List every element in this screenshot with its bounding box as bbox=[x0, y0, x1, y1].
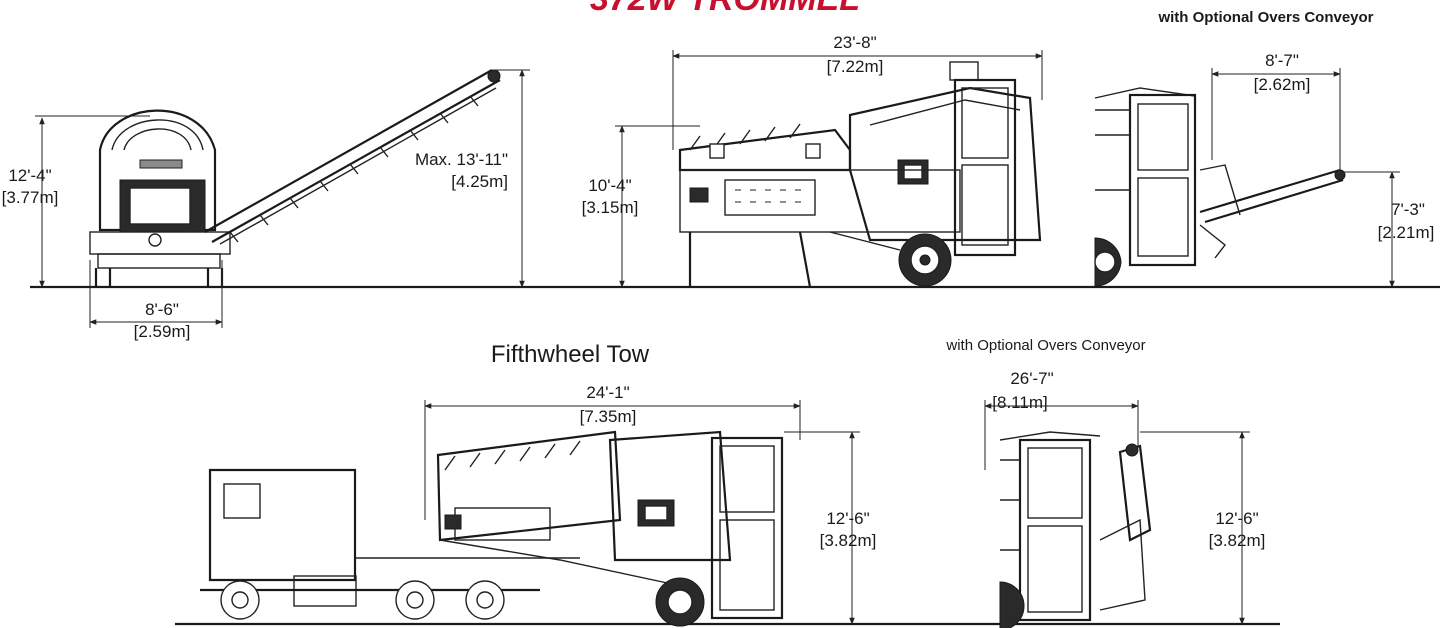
overs-top-reach-m: [2.62m] bbox=[1254, 75, 1311, 94]
tow-length-m: [7.35m] bbox=[580, 407, 637, 426]
overs-bottom-height-ft: 12'-6" bbox=[1215, 509, 1258, 528]
side-length-ft: 23'-8" bbox=[833, 33, 876, 52]
overs-top-view: 8'-7" [2.62m] 7'-3" [2.21m] bbox=[1094, 51, 1435, 288]
side-height-m: [3.15m] bbox=[582, 198, 639, 217]
conveyor-height-ft: Max. 13'-11" bbox=[415, 150, 508, 169]
tow-heading: Fifthwheel Tow bbox=[491, 341, 650, 368]
overs-bottom-height-m: [3.82m] bbox=[1209, 531, 1266, 550]
overs-bottom-view: 26'-7" [8.11m] 12'-6" [3.82m] bbox=[984, 369, 1266, 628]
front-height-m: [3.77m] bbox=[2, 188, 59, 207]
front-width-m: [2.59m] bbox=[134, 322, 191, 341]
tow-height-ft: 12'-6" bbox=[826, 509, 869, 528]
front-height-ft: 12'-4" bbox=[8, 166, 51, 185]
overs-bottom-length-ft: 26'-7" bbox=[1010, 369, 1053, 388]
conveyor-height-m: [4.25m] bbox=[451, 172, 508, 191]
overs-bottom-label: with Optional Overs Conveyor bbox=[945, 337, 1145, 354]
overs-top-height-ft: 7'-3" bbox=[1391, 200, 1425, 219]
overs-top-label: with Optional Overs Conveyor bbox=[1157, 9, 1373, 26]
tow-length-ft: 24'-1" bbox=[586, 383, 629, 402]
front-view: 12'-4" [3.77m] 8'-6" [2.59m] Max. 13'-11… bbox=[2, 69, 530, 341]
diagram-title: 372W TROMMEL bbox=[590, 0, 860, 18]
overs-top-height-m: [2.21m] bbox=[1378, 223, 1435, 242]
front-width-ft: 8'-6" bbox=[145, 300, 179, 319]
overs-top-reach-ft: 8'-7" bbox=[1265, 51, 1299, 70]
tow-height-m: [3.82m] bbox=[820, 531, 877, 550]
side-length-m: [7.22m] bbox=[827, 57, 884, 76]
side-height-ft: 10'-4" bbox=[588, 176, 631, 195]
fifthwheel-tow-view: 24'-1" [7.35m] 12'-6" [3.82m] bbox=[200, 383, 877, 627]
overs-bottom-length-m: [8.11m] bbox=[992, 393, 1047, 412]
side-view: 23'-8" [7.22m] 10'-4" [3.15m] bbox=[582, 33, 1043, 288]
